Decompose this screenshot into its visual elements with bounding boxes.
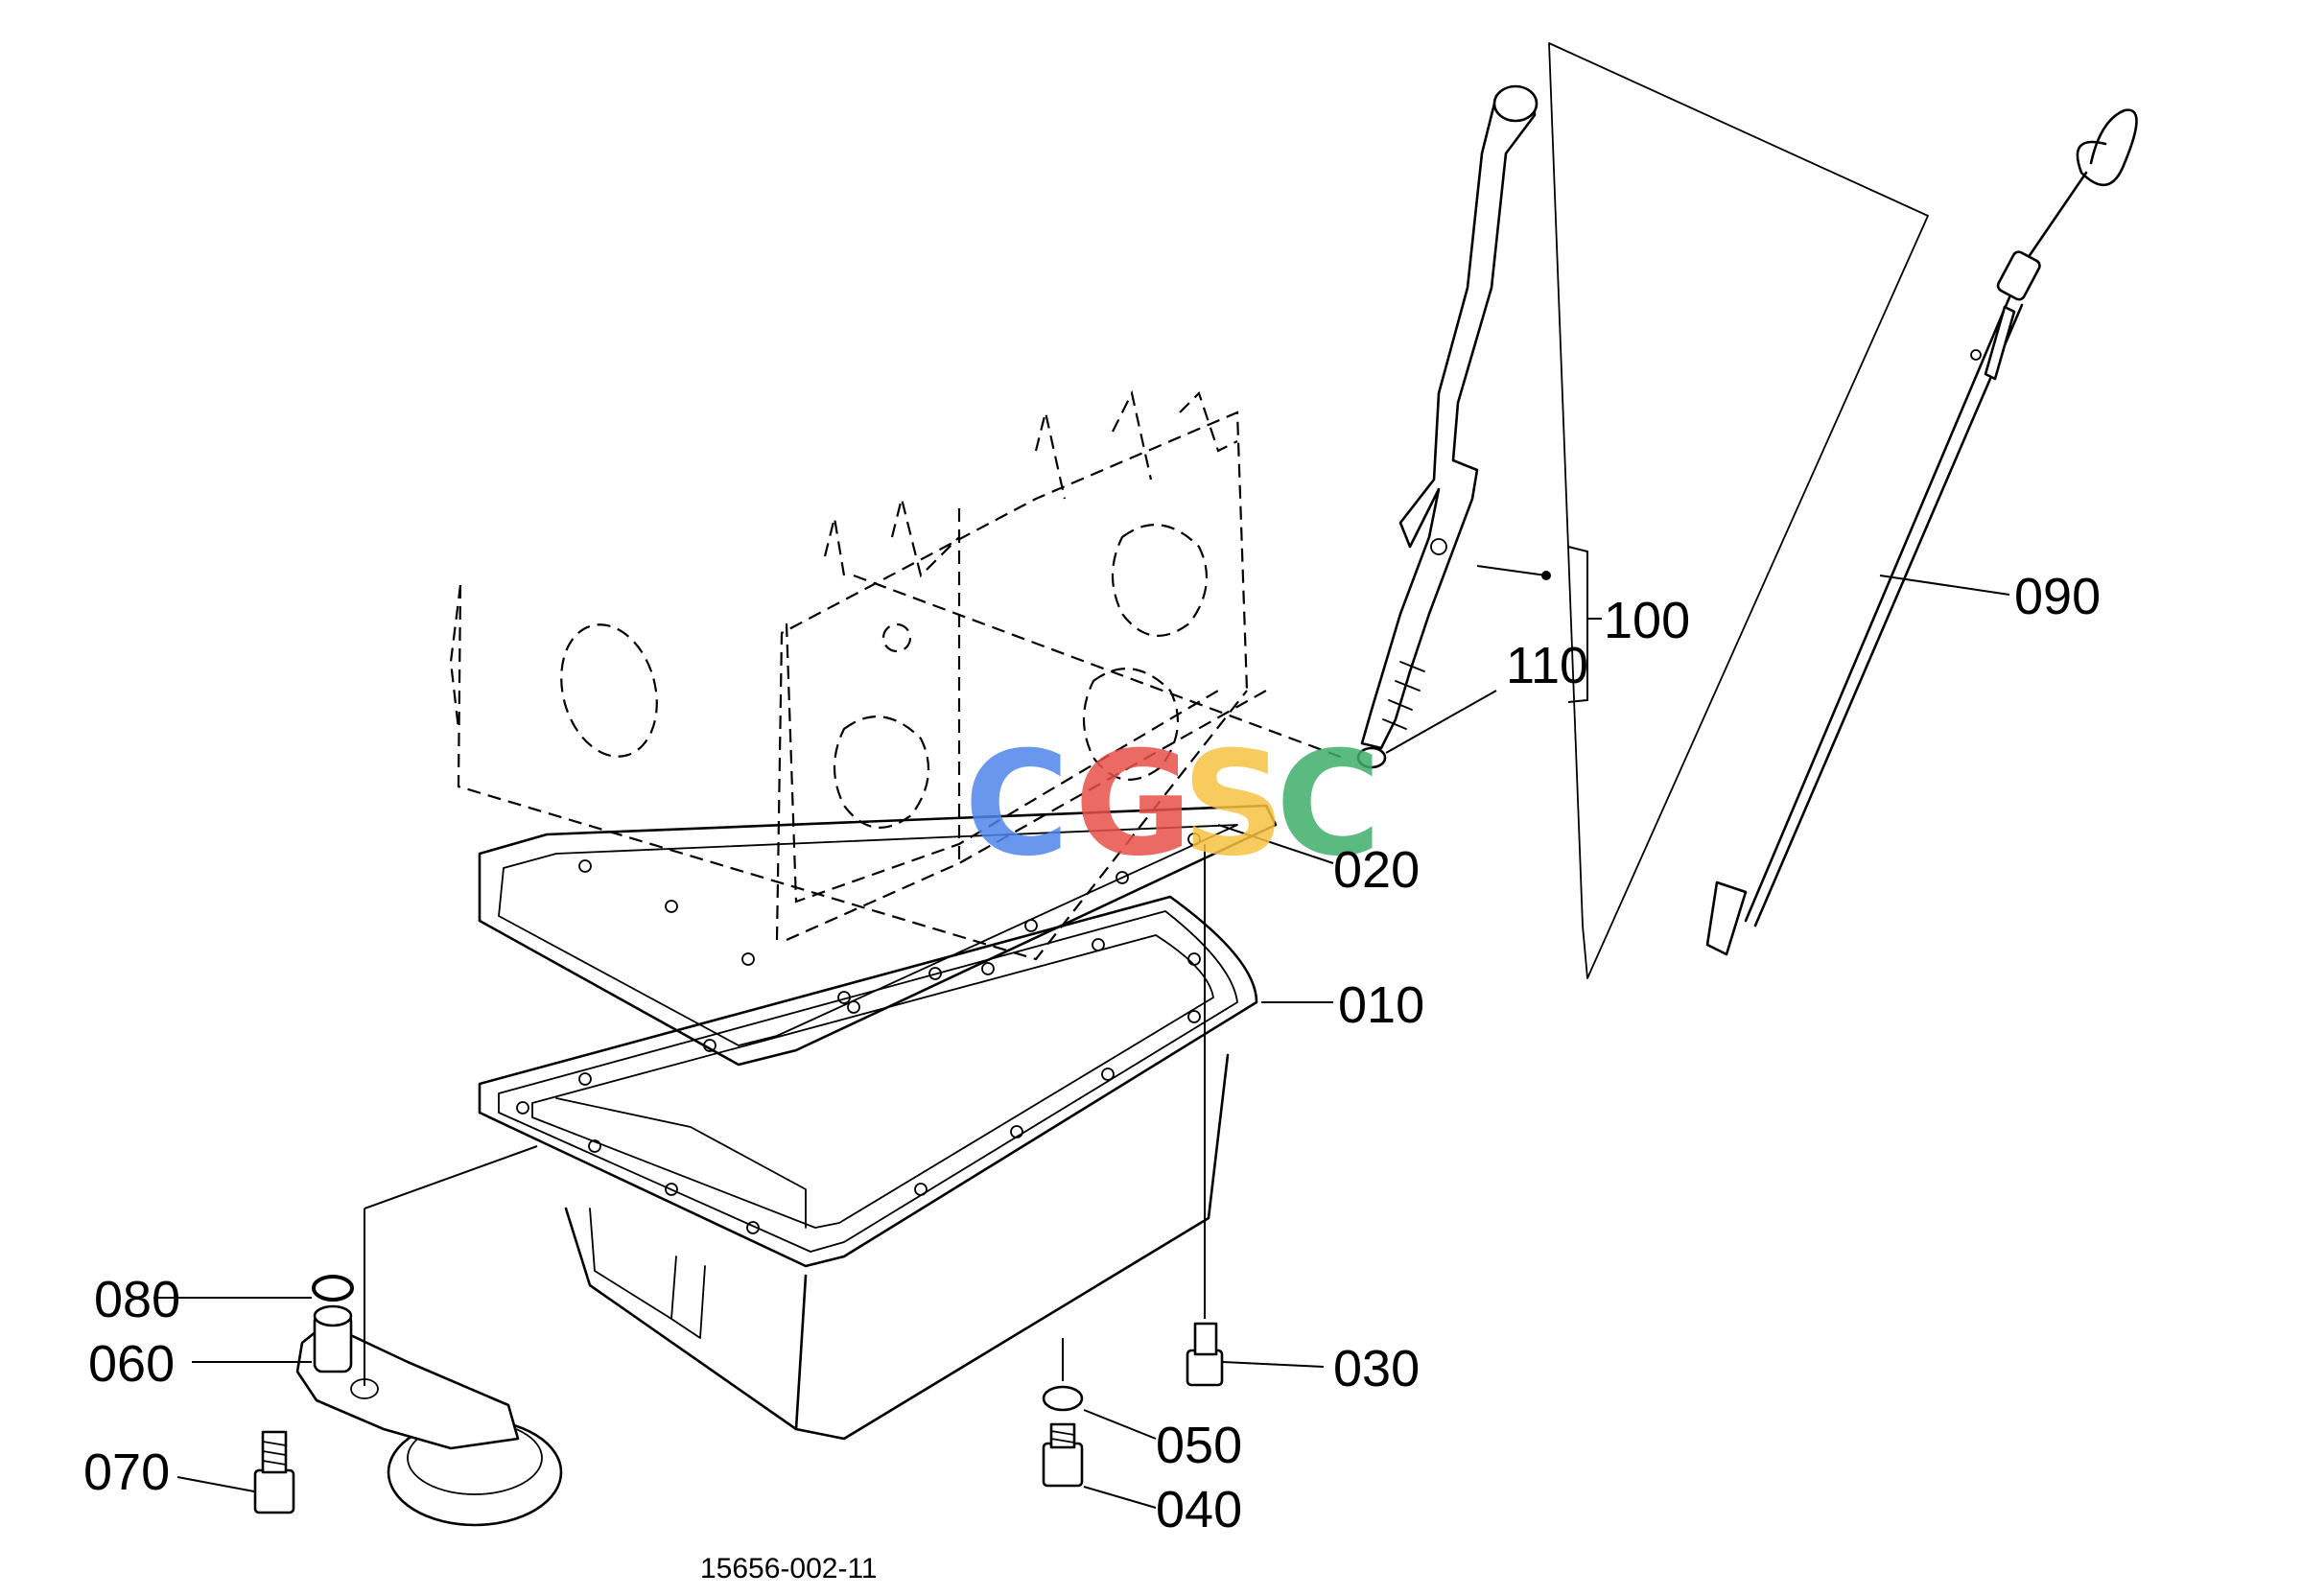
watermark-letter-1: C (964, 721, 1069, 888)
callout-080: 080 (94, 1271, 180, 1328)
callout-030: 030 (1333, 1340, 1420, 1397)
callout-110: 110 (1506, 637, 1588, 694)
engine-block-outline (449, 389, 1344, 961)
callout-050: 050 (1156, 1417, 1242, 1474)
callout-010: 010 (1338, 976, 1424, 1034)
oil-pan-bolt (1186, 844, 1224, 1387)
leader-lines (153, 546, 2010, 1509)
drain-plug-washer (1042, 1385, 1084, 1412)
callout-070: 070 (83, 1443, 170, 1501)
dipstick-guide-detail-frame (1548, 42, 1929, 979)
watermark-letter-3: S (1182, 721, 1285, 888)
callout-060: 060 (88, 1335, 175, 1393)
diagram-reference-number: 15656-002-11 (700, 1553, 878, 1584)
callout-020: 020 (1333, 841, 1420, 899)
watermark-logo: C G S C (964, 721, 1381, 888)
watermark-letter-4: C (1276, 721, 1381, 888)
dipstick-guide-tube (1356, 84, 1539, 769)
drain-plug-bolt (1042, 1422, 1084, 1488)
oil-pan (478, 895, 1258, 1441)
callout-100: 100 (1604, 592, 1690, 649)
oil-pan-gasket (478, 804, 1278, 1067)
callout-090: 090 (2014, 568, 2101, 625)
strainer-bolt (253, 1430, 295, 1514)
oil-dipstick (1705, 108, 2138, 956)
watermark-letter-2: G (1074, 721, 1192, 888)
oil-strainer-assembly (295, 1145, 563, 1527)
callout-040: 040 (1156, 1481, 1242, 1538)
